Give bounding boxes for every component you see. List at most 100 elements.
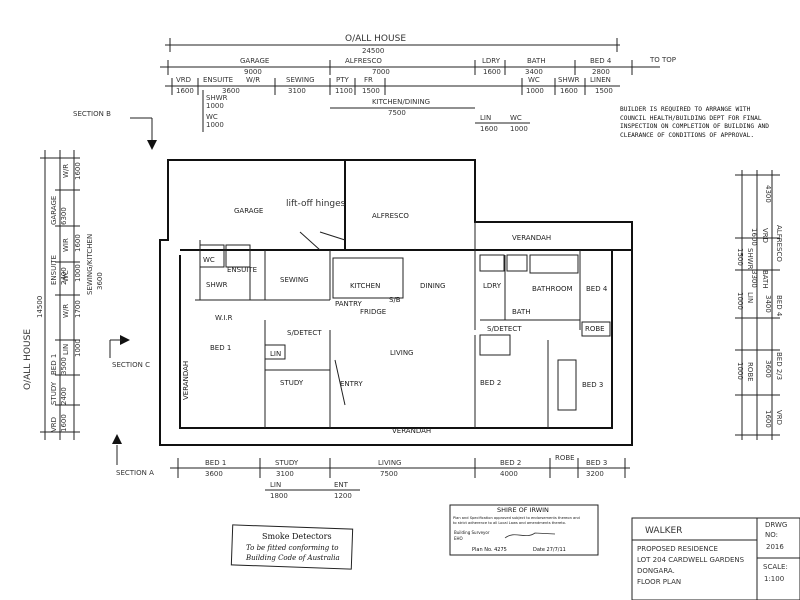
room-robe: ROBE [585,325,605,333]
stamp-ehd: EHO [454,536,463,541]
dim-alfresco-value: 7000 [372,68,390,76]
dim-bath-value: 3400 [525,68,543,76]
section-b-arrow-icon [147,140,157,150]
dim-kitchen-dining-label: KITCHEN/DINING [372,98,430,106]
right-lin-label: LIN [746,292,754,303]
dim-to-top: TO TOP [649,56,676,64]
left-wc-value: 1000 [74,264,82,282]
dim-ensuite-value: 3600 [222,87,240,95]
room-dining: DINING [420,282,445,290]
dim-linen-label: LINEN [590,76,611,84]
room-sdetect-right: S/DETECT [487,325,522,333]
title-scale-label: SCALE: [763,563,788,571]
stamp-signature-icon [504,532,556,539]
room-wir: W.I.R [215,314,233,322]
right-bed4-label: BED 4 [775,295,783,317]
dim-sewing-label: SEWING [286,76,315,84]
dim-lin-label: LIN [480,114,491,122]
dim-kitchen-dining-value: 7500 [388,109,406,117]
dim-ensuite-label: ENSUITE [203,76,233,84]
overall-house-value: 24500 [362,47,384,55]
left-garage-value: 6300 [60,207,68,225]
right-robe-value: 1000 [736,362,744,380]
dim-alfresco-label: ALFRESCO [345,57,382,65]
dim-fr-value: 1500 [362,87,380,95]
right-dimensions: ALFRESCO 4300 VRD 1600 SHWR 1500 BATH 33… [735,170,783,440]
dim-bed4-label: BED 4 [590,57,612,65]
stamp-surveyor: Building Surveyor [454,530,490,535]
bottom-ent-label: ENT [334,481,349,489]
dim-shwr-label: SHWR [558,76,580,84]
right-alfresco-label: ALFRESCO [775,225,783,262]
room-lin: LIN [270,350,281,358]
section-c-label: SECTION C [112,361,150,369]
bottom-robe-label: ROBE [555,454,575,462]
dim-bath-label: BATH [527,57,546,65]
dim-garage-value: 9000 [244,68,262,76]
dim-shwr-small-label: SHWR [206,94,228,102]
room-wc: WC [203,256,215,264]
title-line3: DONGARA. [637,567,675,575]
bottom-bed3-label: BED 3 [586,459,607,467]
stamp-line2: to strict adherence to all Local Laws an… [453,521,566,525]
council-note: BUILDER IS REQUIRED TO ARRANGE WITH COUN… [620,106,770,139]
council-note-text: BUILDER IS REQUIRED TO ARRANGE WITH COUN… [620,106,770,139]
bottom-ent-value: 1200 [334,492,352,500]
room-fridge: FRIDGE [360,308,386,316]
bottom-study-value: 3100 [276,470,294,478]
dim-ldry-value: 1600 [483,68,501,76]
title-no-value: 2016 [766,543,784,551]
dim-wc-value: 1000 [526,87,544,95]
right-bath-value: 3300 [750,270,758,288]
bottom-living-value: 7500 [380,470,398,478]
right-vrd2-label: VRD [775,410,783,425]
room-bath: BATH [512,308,531,316]
left-wr1-label: W/R [62,164,70,178]
room-bathroom: BATHROOM [532,285,573,293]
room-study: STUDY [280,379,304,387]
room-ensuite: ENSUITE [227,266,257,274]
right-vrd2-value: 1600 [764,410,772,428]
left-sewing-kitchen-label: SEWING/KITCHEN [86,234,94,295]
bottom-lin-value: 1800 [270,492,288,500]
right-bed23-value: 3600 [764,360,772,378]
room-shwr: SHWR [206,281,228,289]
room-garage: GARAGE [234,207,263,215]
room-bed4: BED 4 [586,285,608,293]
bottom-bed2-label: BED 2 [500,459,521,467]
title-line4: FLOOR PLAN [637,578,681,586]
left-sewing-kitchen-value: 3600 [96,272,104,290]
dim-wc-small-value: 1000 [206,121,224,129]
room-living: LIVING [390,349,413,357]
title-no-label: NO: [765,531,778,539]
room-verandah-left: VERANDAH [182,361,190,400]
overall-house-label: O/ALL HOUSE [345,34,406,44]
room-bed1: BED 1 [210,344,231,352]
bottom-study-label: STUDY [275,459,299,467]
section-b-label: SECTION B [73,110,111,118]
room-entry: ENTRY [340,380,363,388]
left-lin-label: LIN [62,344,70,355]
left-wr2-label: W/R [62,304,70,318]
top-dimensions: O/ALL HOUSE 24500 GARAGE 9000 ALFRESCO 7… [160,34,676,133]
room-verandah-bottom: VERANDAH [392,427,431,435]
left-study-label: STUDY [50,381,58,405]
title-line2: LOT 204 CARDWELL GARDENS [637,556,745,564]
dim-lin-value: 1600 [480,125,498,133]
dim-fr-label: FR [364,76,373,84]
room-bed2: BED 2 [480,379,501,387]
left-wir-label: WIR [62,238,70,252]
left-dimensions: O/ALL HOUSE 14500 W/R 1600 GARAGE 6300 W… [23,150,104,440]
right-alfresco-value: 4300 [764,185,772,203]
title-drwg-label: DRWG [765,521,787,529]
dim-wr-label: W/R [246,76,260,84]
title-block: WALKER PROPOSED RESIDENCE LOT 204 CARDWE… [631,517,800,600]
left-wir-value: 1600 [74,234,82,252]
right-robe-label: ROBE [746,362,754,382]
left-wc-label: WC [62,270,70,282]
left-wr1-value: 1600 [74,162,82,180]
room-labels: GARAGE lift-off hinges ALFRESCO VERANDAH… [182,199,608,435]
dim-garage-label: GARAGE [240,57,269,65]
title-client: WALKER [645,526,682,536]
dim-pty-value: 1100 [335,87,353,95]
